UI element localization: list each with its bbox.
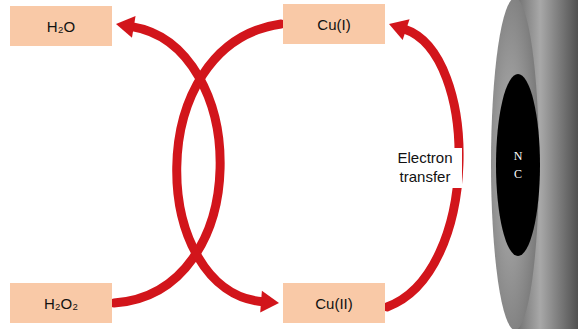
edge-label: Electron transfer (388, 148, 462, 188)
node-text: Cu(I) (317, 16, 350, 33)
node-text: N C (512, 147, 524, 183)
species-box: Cu(II) (283, 283, 385, 323)
node-text: H₂O (47, 18, 75, 35)
species-box: Cu(I) (283, 4, 385, 44)
arrow-body (177, 24, 281, 302)
arrow-head (389, 19, 410, 40)
arrow-head (116, 16, 136, 38)
reaction-arrow (177, 24, 281, 313)
node-text: Cu(II) (315, 295, 353, 312)
cylinder-face (491, 0, 539, 329)
species-box: H₂O₂ (10, 283, 112, 323)
nc-ellipse: N C (496, 74, 540, 256)
arrow-head (260, 291, 279, 313)
node-text: H₂O₂ (44, 295, 78, 312)
species-box: H₂O (10, 6, 112, 46)
